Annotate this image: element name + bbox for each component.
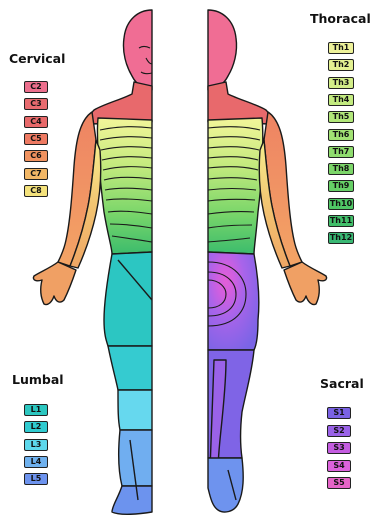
segment-badge-th9: Th9 bbox=[328, 180, 354, 192]
segment-badge-th11: Th11 bbox=[328, 215, 354, 227]
segment-badge-l1: L1 bbox=[24, 404, 48, 416]
segment-badge-th7: Th7 bbox=[328, 146, 354, 158]
back-hand-region bbox=[284, 262, 327, 305]
segment-badge-c2: C2 bbox=[24, 81, 48, 93]
segment-badge-l4: L4 bbox=[24, 456, 48, 468]
segment-badge-l2: L2 bbox=[24, 421, 48, 433]
front-thigh-region bbox=[118, 390, 152, 430]
segment-badge-th8: Th8 bbox=[328, 163, 354, 175]
segment-badge-th6: Th6 bbox=[328, 129, 354, 141]
back-lower-leg-region bbox=[208, 458, 243, 512]
back-half-figure bbox=[208, 10, 327, 512]
segment-badge-l3: L3 bbox=[24, 439, 48, 451]
back-head-region bbox=[208, 10, 237, 90]
segment-badge-c8: C8 bbox=[24, 185, 48, 197]
segment-badge-th2: Th2 bbox=[328, 59, 354, 71]
segment-badge-th12: Th12 bbox=[328, 232, 354, 244]
thoracal-title: Thoracal bbox=[310, 11, 371, 26]
sacral-title: Sacral bbox=[320, 376, 364, 391]
front-l2-region bbox=[108, 346, 152, 390]
back-sacral-region bbox=[208, 252, 259, 350]
segment-badge-s2: S2 bbox=[327, 425, 351, 437]
segment-badge-th4: Th4 bbox=[328, 94, 354, 106]
segment-badge-c5: C5 bbox=[24, 133, 48, 145]
segment-badge-c6: C6 bbox=[24, 150, 48, 162]
segment-badge-c4: C4 bbox=[24, 116, 48, 128]
segment-badge-s5: S5 bbox=[327, 477, 351, 489]
lumbal-title: Lumbal bbox=[12, 372, 64, 387]
segment-badge-s3: S3 bbox=[327, 442, 351, 454]
segment-badge-th10: Th10 bbox=[328, 198, 354, 210]
segment-badge-c7: C7 bbox=[24, 168, 48, 180]
segment-badge-th1: Th1 bbox=[328, 42, 354, 54]
front-hand-region bbox=[33, 262, 76, 305]
cervical-title: Cervical bbox=[9, 51, 65, 66]
segment-badge-l5: L5 bbox=[24, 473, 48, 485]
segment-badge-s4: S4 bbox=[327, 460, 351, 472]
front-foot-region bbox=[112, 486, 152, 514]
front-half-figure bbox=[33, 10, 152, 514]
segment-badge-th3: Th3 bbox=[328, 77, 354, 89]
front-lumbar-region bbox=[104, 252, 152, 346]
front-head-region bbox=[123, 10, 152, 90]
segment-badge-c3: C3 bbox=[24, 98, 48, 110]
segment-badge-s1: S1 bbox=[327, 407, 351, 419]
segment-badge-th5: Th5 bbox=[328, 111, 354, 123]
